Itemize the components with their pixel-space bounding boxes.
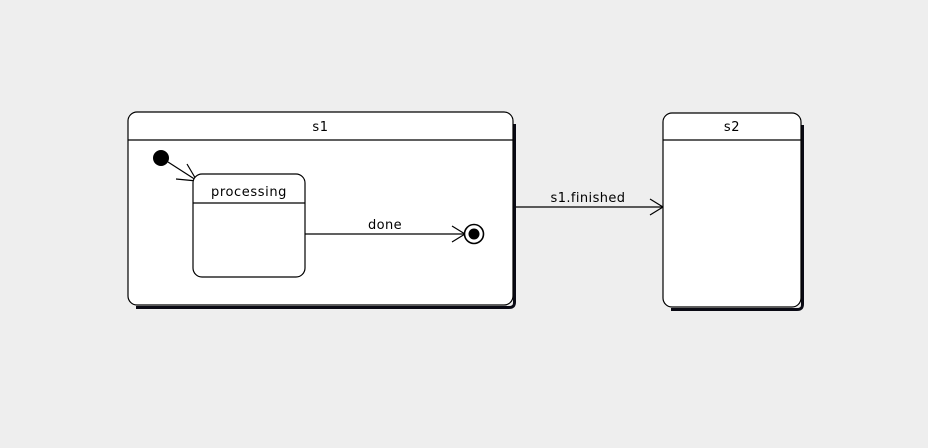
transition-initial-to-processing-line [167,161,197,181]
state-s2-label: s2 [724,120,740,135]
state-processing-label: processing [211,185,287,200]
state-s1-label: s1 [312,120,328,135]
transition-done-label: done [368,218,402,233]
final-state[interactable] [463,223,485,245]
transition-s1-finished-label: s1.finished [551,191,626,206]
final-state-inner-dot-icon [468,228,480,240]
transition-s1-to-s2[interactable]: s1.finished [516,191,665,216]
state-s2[interactable]: s2 [662,112,804,311]
state-processing-body [192,173,306,278]
initial-state-dot-icon [153,150,169,166]
state-s1-body [127,111,514,306]
state-processing[interactable]: processing [192,173,306,278]
initial-pseudostate[interactable] [153,150,169,166]
state-s1[interactable]: s1 [127,111,516,309]
state-s2-body [662,112,802,308]
